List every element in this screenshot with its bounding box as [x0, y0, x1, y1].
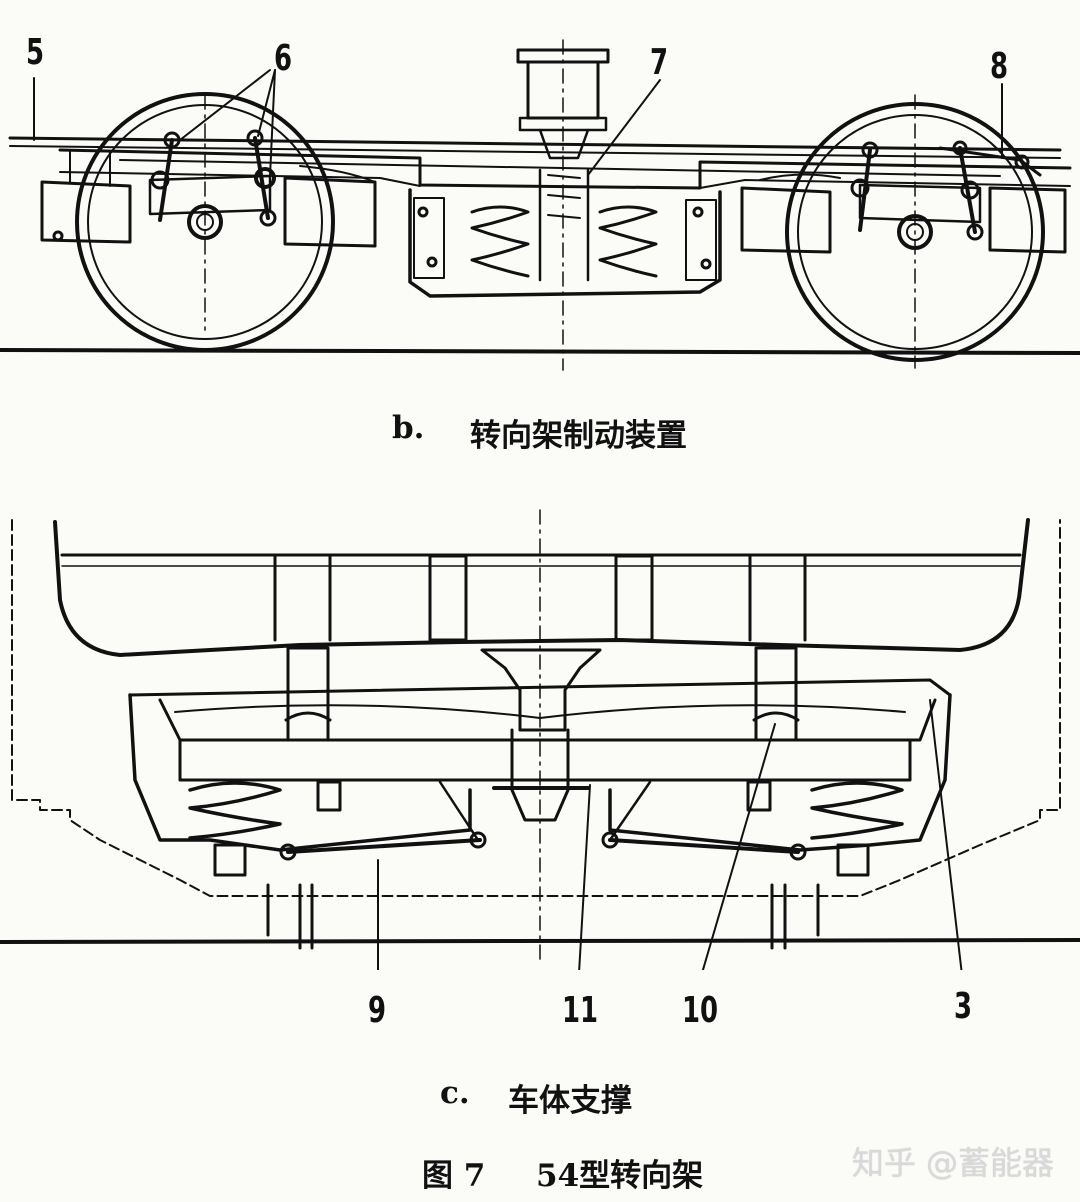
label-10: 10: [682, 990, 719, 1031]
label-3: 3: [954, 986, 973, 1027]
label-6: 6: [274, 38, 293, 79]
car-body-support-drawing: [0, 509, 1080, 970]
watermark: 知乎 @蓄能器: [851, 1144, 1054, 1182]
figure-number: 图 7: [422, 1158, 486, 1194]
label-5: 5: [26, 32, 45, 73]
caption-b-text: 转向架制动装置: [470, 418, 687, 454]
bogie-brake-drawing: [0, 39, 1080, 371]
caption-c-letter: c.: [440, 1075, 470, 1111]
label-9: 9: [368, 990, 387, 1031]
label-11: 11: [562, 990, 599, 1031]
caption-b-letter: b.: [392, 410, 425, 446]
caption-c-text: 车体支撑: [508, 1083, 632, 1119]
label-8: 8: [990, 46, 1009, 87]
figure-title: 54型转向架: [536, 1158, 704, 1194]
label-7: 7: [650, 42, 669, 83]
